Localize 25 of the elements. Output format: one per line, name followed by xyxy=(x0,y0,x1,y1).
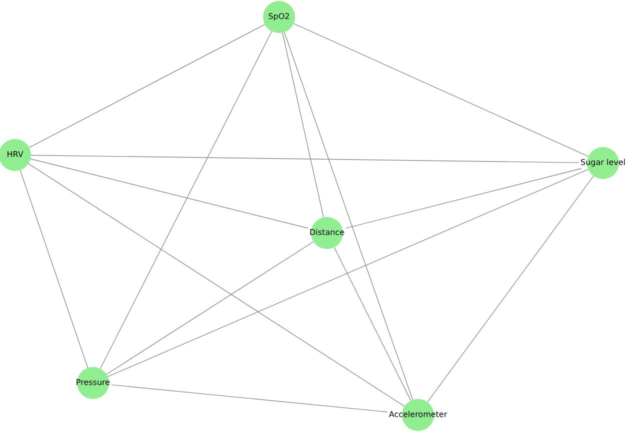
connector-line xyxy=(284,32,414,400)
node-circle xyxy=(0,139,31,171)
connector-line xyxy=(282,32,324,218)
node-circle xyxy=(311,217,343,249)
connector-line xyxy=(107,168,589,378)
connector-line xyxy=(427,176,594,402)
connector-line xyxy=(111,384,388,412)
connector-line xyxy=(30,158,308,229)
node-label: SpO2 xyxy=(268,13,290,21)
node-label: HRV xyxy=(6,151,24,159)
connector-line xyxy=(106,241,314,375)
node-circle xyxy=(263,1,295,33)
connector-line xyxy=(30,154,580,164)
node-label: Accelerometer xyxy=(388,411,448,419)
connector-line xyxy=(20,170,88,368)
connector-line xyxy=(100,30,272,370)
connector-line xyxy=(346,168,582,229)
node-label: Sugar level xyxy=(580,159,626,167)
node-label: Distance xyxy=(310,229,344,237)
node-circle xyxy=(77,367,109,399)
connector-line xyxy=(334,246,412,402)
connector-line xyxy=(28,163,405,407)
node-label: Pressure xyxy=(76,379,110,387)
connector-line xyxy=(293,23,589,157)
connector-line xyxy=(28,24,266,148)
